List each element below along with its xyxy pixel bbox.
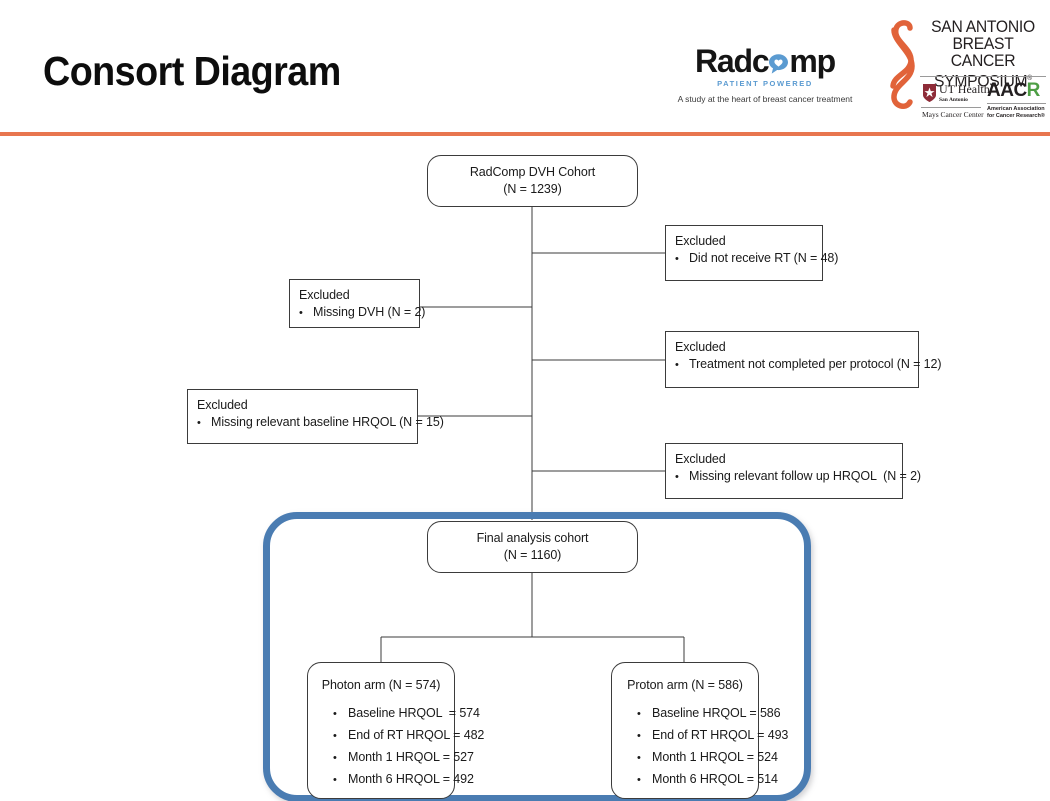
exclusion-bullet: Missing relevant baseline HRQOL (N = 15) (197, 414, 444, 432)
arm-metric: Baseline HRQOL = 586 (637, 703, 781, 725)
radcomp-heart-icon (767, 52, 790, 76)
arm-metrics-list: Baseline HRQOL = 574 End of RT HRQOL = 4… (308, 703, 484, 791)
arm-metric: End of RT HRQOL = 493 (637, 725, 788, 747)
final-cohort-line-2: (N = 1160) (503, 548, 562, 562)
ut-health-name: UT Health (939, 82, 990, 96)
aacr-sub-line-2: for Cancer Research® (987, 113, 1045, 119)
arm-metric: Month 6 HRQOL = 514 (637, 769, 778, 791)
flow-connectors (380, 207, 685, 663)
aacr-logo: AACR American Association for Cancer Res… (987, 81, 1046, 129)
exclusion-bullet: Treatment not completed per protocol (N … (675, 356, 942, 374)
sabcs-line-1: SAN ANTONIO (931, 18, 1035, 36)
final-cohort-line-1: Final analysis cohort (476, 531, 589, 545)
ut-health-logo: UT Health San Antonio Mays Cancer Center (920, 81, 990, 129)
exclusion-title: Excluded (675, 340, 726, 354)
node-photon-arm[interactable]: Photon arm (N = 574) Baseline HRQOL = 57… (307, 662, 484, 799)
node-radcomp-dvh-cohort[interactable]: RadComp DVH Cohort (N = 1239) (427, 155, 638, 207)
node-excluded-treatment-not-completed[interactable]: Excluded Treatment not completed per pro… (665, 331, 942, 388)
node-excluded-missing-dvh[interactable]: Excluded Missing DVH (N = 2) (289, 279, 425, 328)
cohort-line-2: (N = 1239) (503, 182, 562, 196)
page-title: Consort Diagram (43, 48, 341, 94)
sabcs-line-3: SYMPOSIUM (934, 72, 1028, 91)
exclusion-bullet: Missing relevant follow up HRQOL (N = 2) (675, 468, 921, 486)
node-final-analysis-cohort[interactable]: Final analysis cohort (N = 1160) (427, 521, 638, 573)
exclusion-title: Excluded (675, 234, 726, 248)
aacr-subtitle: American Association for Cancer Research… (987, 106, 1046, 120)
cohort-line-1: RadComp DVH Cohort (469, 165, 596, 179)
sabcs-ribbon-icon (890, 20, 915, 109)
node-proton-arm[interactable]: Proton arm (N = 586) Baseline HRQOL = 58… (611, 662, 788, 799)
aacr-last-letter: R (1026, 80, 1041, 101)
arm-metrics-list: Baseline HRQOL = 586 End of RT HRQOL = 4… (612, 703, 788, 791)
aacr-sub-line-1: American Association (987, 106, 1045, 112)
exclusion-bullet: Did not receive RT (N = 48) (675, 250, 838, 268)
aacr-divider (987, 103, 1046, 104)
ut-health-shield-icon (923, 84, 936, 102)
arm-metric: Month 1 HRQOL = 524 (637, 747, 778, 769)
arm-metric: Month 1 HRQOL = 527 (333, 747, 474, 769)
radcomp-tagline: PATIENT POWERED (717, 79, 813, 88)
node-excluded-did-not-receive-rt[interactable]: Excluded Did not receive RT (N = 48) (665, 225, 838, 281)
radcomp-subtitle: A study at the heart of breast cancer tr… (677, 94, 853, 104)
exclusion-title: Excluded (197, 398, 248, 412)
node-excluded-missing-baseline-hrqol[interactable]: Excluded Missing relevant baseline HRQOL… (187, 389, 444, 444)
arm-metric: Month 6 HRQOL = 492 (333, 769, 474, 791)
sabcs-line-2: BREAST CANCER (950, 35, 1016, 70)
ut-health-center: Mays Cancer Center (922, 110, 984, 119)
aacr-wordmark: AACR (987, 81, 1046, 101)
arm-title: Proton arm (N = 586) (627, 678, 743, 692)
header-divider (0, 132, 1050, 136)
sabcs-logo: SAN ANTONIO BREAST CANCER SYMPOSIUM® UT … (884, 16, 1046, 132)
sabcs-name: SAN ANTONIO BREAST CANCER SYMPOSIUM® (923, 19, 1043, 91)
exclusion-bullet: Missing DVH (N = 2) (299, 304, 425, 322)
ut-health-divider (921, 107, 981, 108)
aacr-letters: AAC (987, 80, 1027, 101)
radcomp-word-end: mp (789, 43, 836, 79)
consort-diagram: RadComp DVH Cohort (N = 1239) Excluded D… (0, 135, 1050, 801)
sabcs-registered-mark: ® (1027, 75, 1032, 82)
radcomp-word-start: Radc (694, 43, 770, 79)
exclusion-title: Excluded (675, 452, 726, 466)
arm-metric: End of RT HRQOL = 482 (333, 725, 484, 747)
node-excluded-missing-followup-hrqol[interactable]: Excluded Missing relevant follow up HRQO… (665, 443, 921, 499)
arm-title: Photon arm (N = 574) (321, 678, 441, 692)
sabcs-divider (920, 76, 1046, 77)
arm-metric: Baseline HRQOL = 574 (333, 703, 480, 725)
exclusion-title: Excluded (299, 288, 350, 302)
ut-health-city: San Antonio (939, 97, 968, 103)
